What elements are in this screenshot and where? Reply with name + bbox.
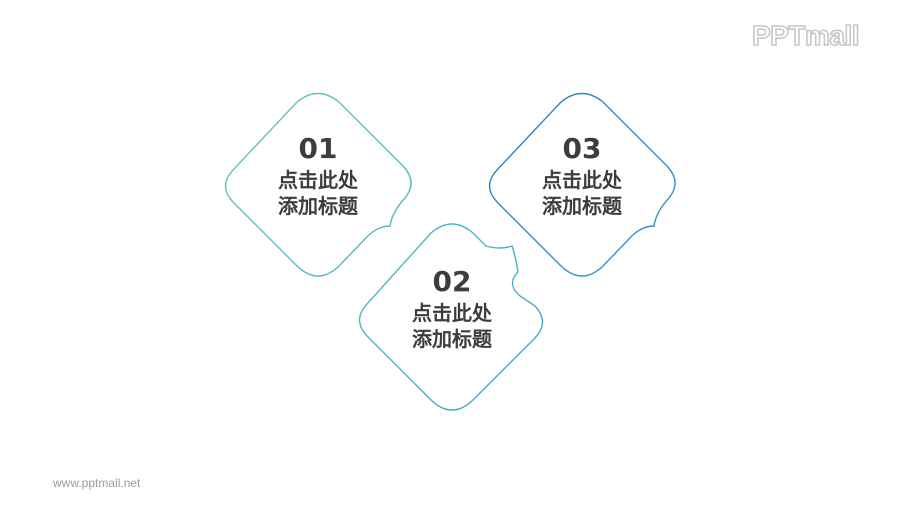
- item-02-title-line2: 添加标题: [412, 327, 492, 351]
- item-03-title-line2: 添加标题: [542, 194, 622, 218]
- item-02-title-line1: 点击此处: [412, 301, 492, 325]
- item-01-number: 01: [298, 132, 338, 165]
- item-02: 02 点击此处 添加标题: [372, 264, 532, 374]
- item-01-title-line1: 点击此处: [278, 168, 358, 192]
- item-03: 03 点击此处 添加标题: [502, 131, 662, 241]
- diamond-02: [358, 223, 544, 411]
- footer-url[interactable]: www.pptmall.net: [53, 476, 141, 490]
- item-01-title-line2: 添加标题: [278, 194, 358, 218]
- pptmall-logo: PPTmall: [751, 19, 860, 52]
- item-03-title-line1: 点击此处: [542, 168, 622, 192]
- diamond-01: [224, 92, 412, 277]
- diamond-03: [488, 92, 676, 277]
- item-01: 01 点击此处 添加标题: [238, 131, 398, 241]
- item-03-number: 03: [562, 132, 602, 165]
- item-02-number: 02: [432, 265, 472, 298]
